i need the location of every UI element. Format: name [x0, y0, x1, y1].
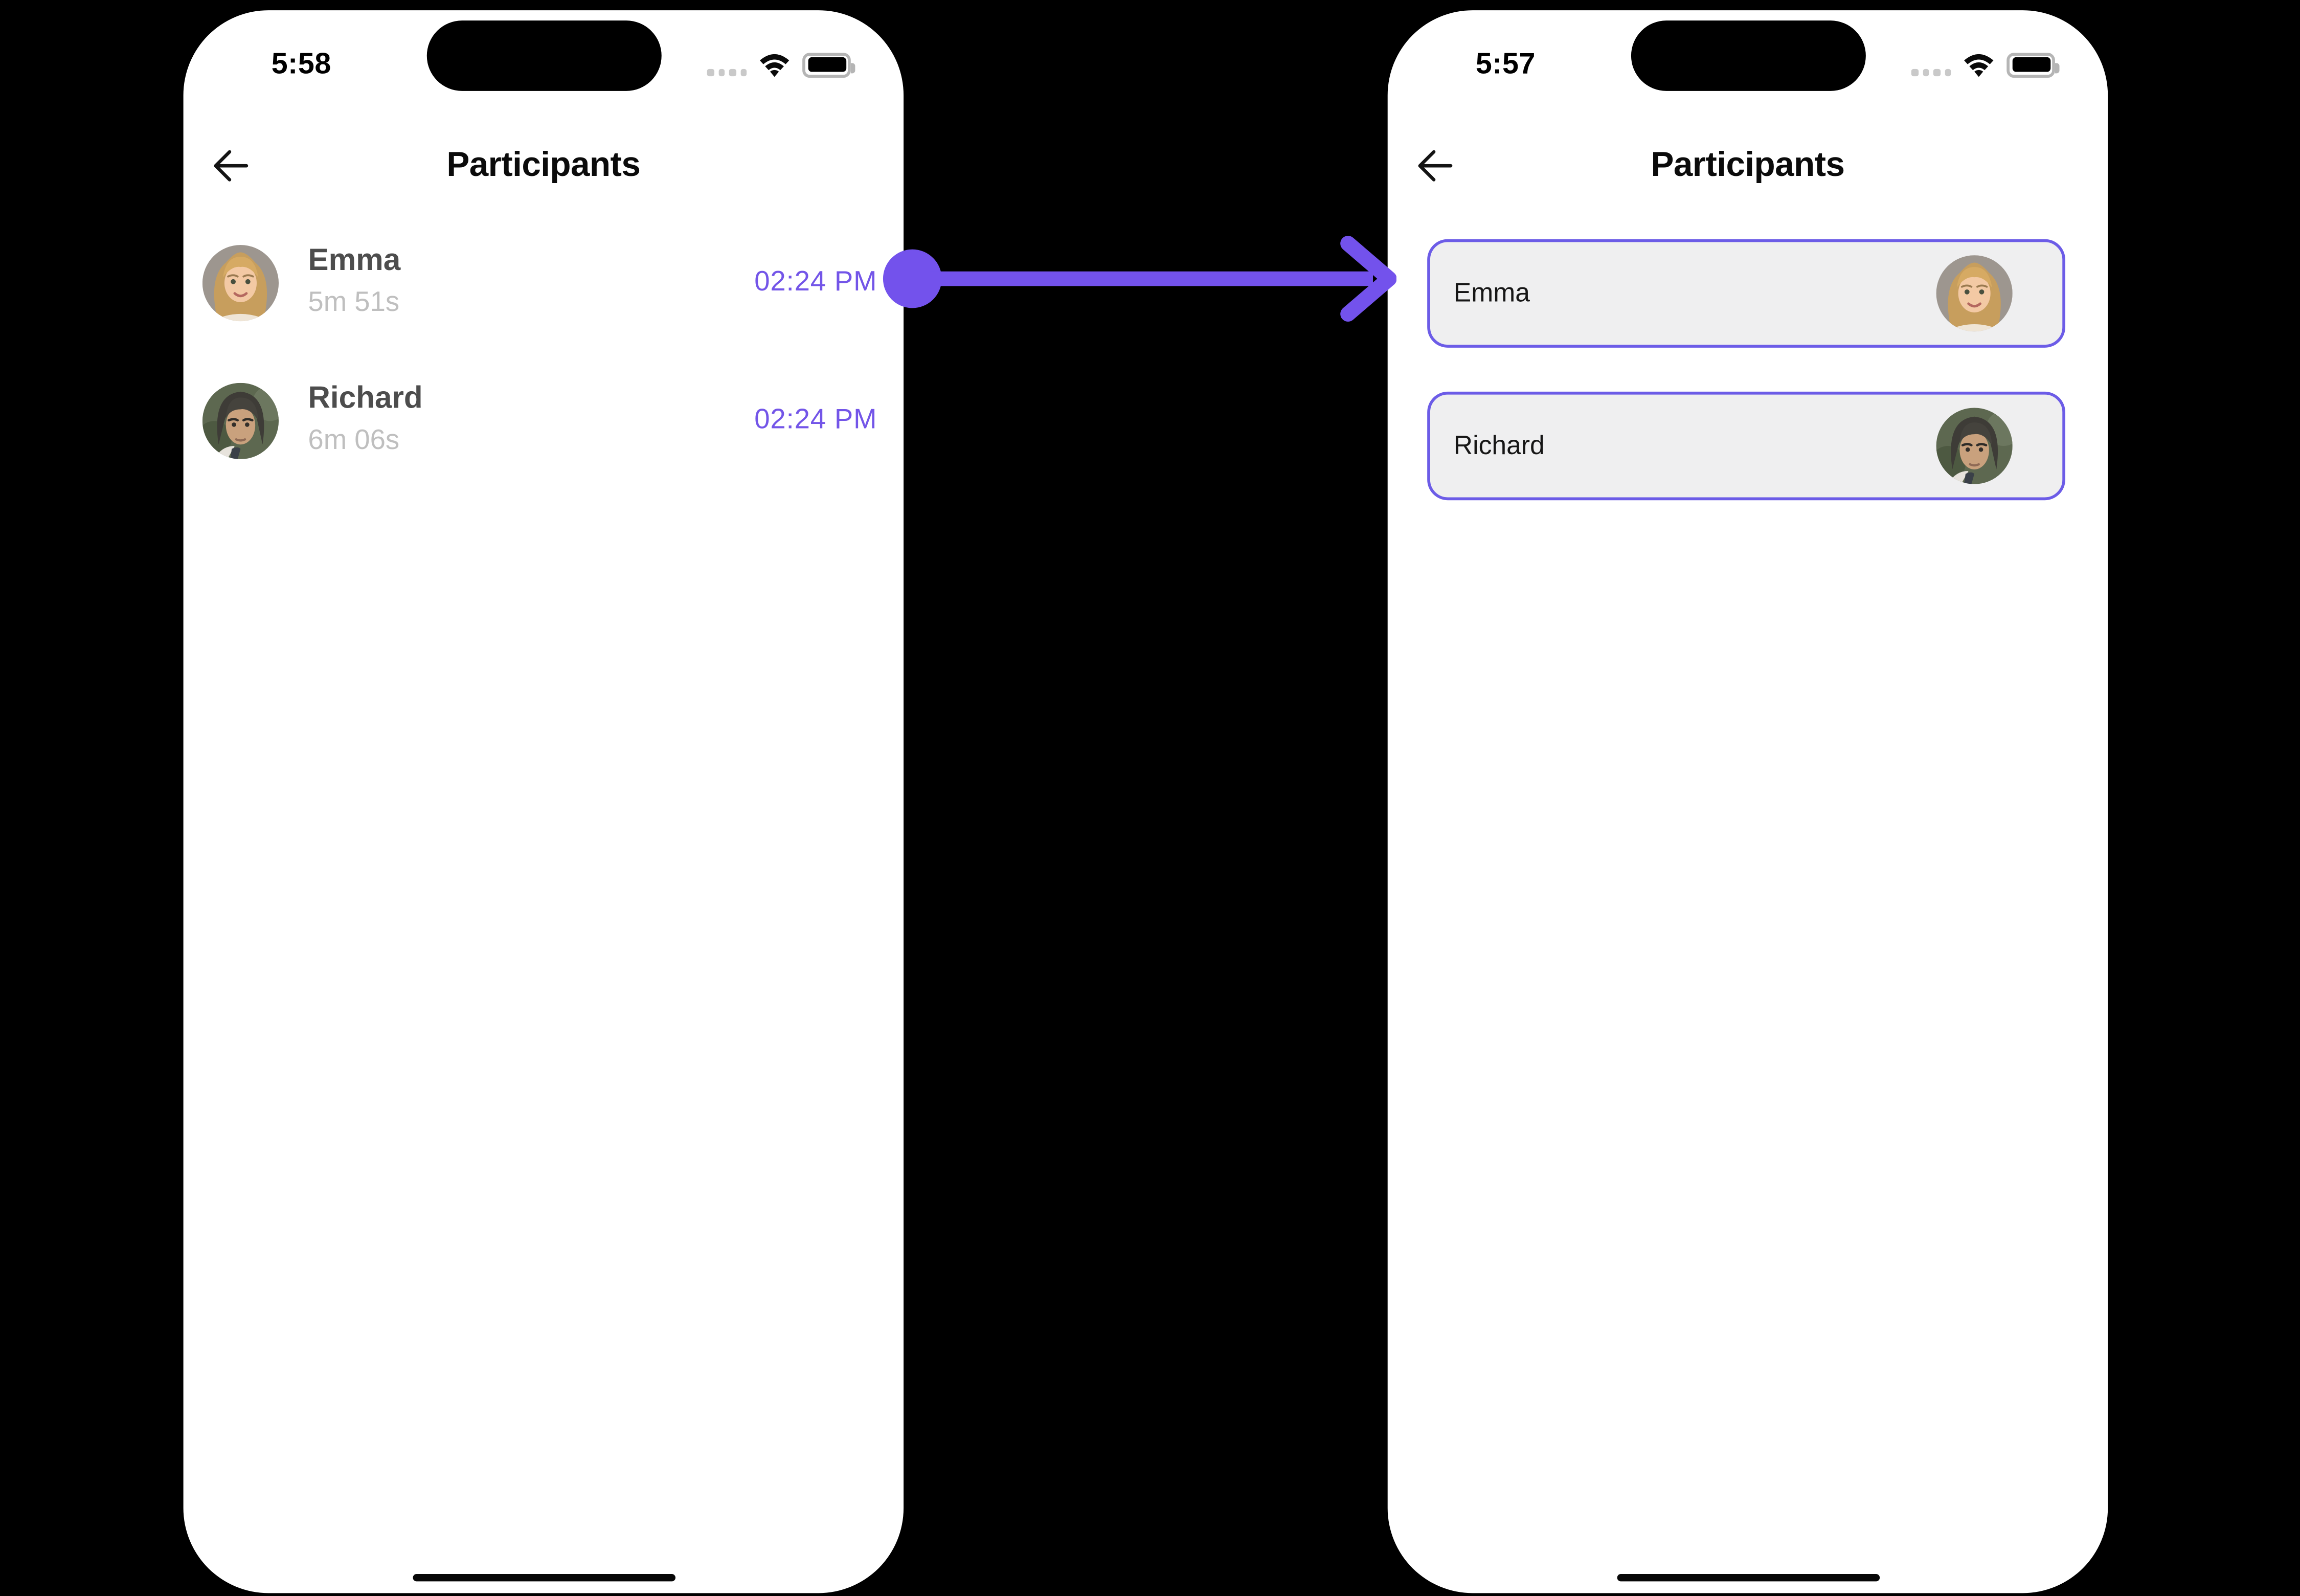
emma-avatar: [202, 245, 279, 322]
emma-photo-icon: [1936, 255, 2013, 332]
participant-join-time: 02:24 PM: [754, 404, 877, 436]
participant-duration: 6m 06s: [308, 425, 400, 457]
cellular-dots-icon: [707, 69, 747, 76]
page-title: Participants: [446, 145, 641, 184]
annotation-arrow-icon: [883, 236, 1396, 322]
wifi-icon: [759, 53, 790, 76]
status-icons: [707, 50, 855, 79]
participant-name: Emma: [308, 243, 401, 278]
wifi-icon: [1964, 53, 1994, 76]
participant-join-time: 02:24 PM: [754, 267, 877, 298]
arrow-left-icon: [1418, 150, 1453, 182]
participant-name: Richard: [308, 381, 423, 415]
home-indicator[interactable]: [1616, 1573, 1879, 1582]
back-button[interactable]: [207, 142, 254, 189]
participant-card-emma[interactable]: Emma: [1427, 239, 2066, 348]
cellular-dots-icon: [1911, 69, 1951, 76]
battery-icon: [802, 52, 855, 77]
phone-before: 5:58 Participants: [183, 10, 904, 1593]
dynamic-island: [426, 20, 661, 91]
battery-icon: [2006, 52, 2060, 77]
richard-avatar: [1936, 408, 2013, 484]
participant-name: Emma: [1453, 278, 1530, 307]
emma-photo-icon: [202, 245, 279, 322]
participant-name: Richard: [1453, 430, 1545, 460]
richard-photo-icon: [202, 383, 279, 459]
emma-avatar: [1936, 255, 2013, 332]
status-time: 5:58: [271, 48, 331, 81]
participant-duration: 5m 51s: [308, 287, 400, 319]
home-indicator[interactable]: [412, 1573, 675, 1582]
richard-photo-icon: [1936, 408, 2013, 484]
participant-card-richard[interactable]: Richard: [1427, 391, 2066, 501]
participant-row-emma[interactable]: Emma 5m 51s 02:24 PM: [202, 243, 877, 322]
phone-after: 5:57 Participants Emma: [1387, 10, 2108, 1593]
dynamic-island: [1630, 20, 1865, 91]
arrow-left-icon: [214, 150, 249, 182]
richard-avatar: [202, 383, 279, 459]
status-icons: [1911, 50, 2060, 79]
page-title: Participants: [1651, 145, 1845, 184]
back-button[interactable]: [1411, 142, 1458, 189]
status-time: 5:57: [1475, 48, 1536, 81]
participant-row-richard[interactable]: Richard 6m 06s 02:24 PM: [202, 381, 877, 459]
